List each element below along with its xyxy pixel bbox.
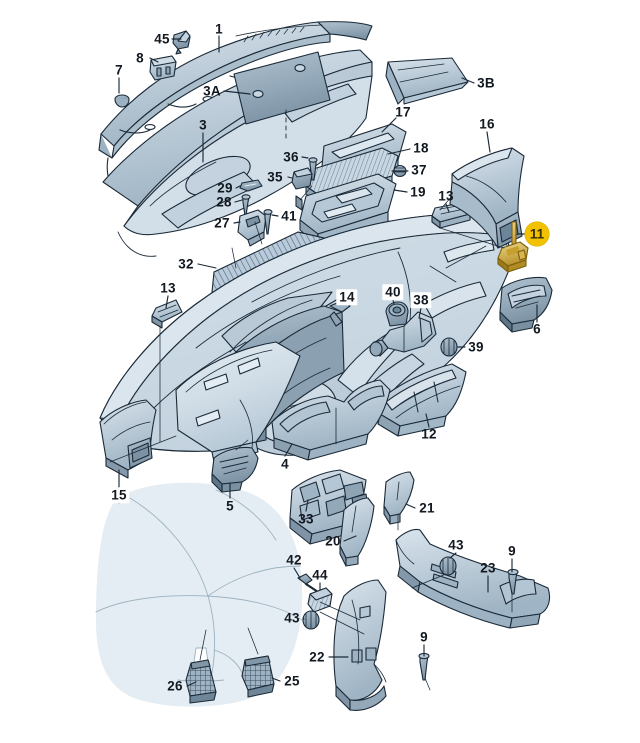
callout-label-27[interactable]: 27 xyxy=(214,215,230,231)
part-9-bolt-a xyxy=(507,568,519,595)
leader-lines xyxy=(109,35,538,691)
callout-label-41[interactable]: 41 xyxy=(281,208,297,224)
part-27-lock-unit xyxy=(237,209,267,247)
part-26-footwell-grille xyxy=(185,659,217,704)
callout-label-8[interactable]: 8 xyxy=(136,50,144,66)
part-8-bracket xyxy=(149,55,177,81)
callout-label-39[interactable]: 39 xyxy=(468,339,484,355)
part-42-pin xyxy=(297,573,320,594)
callout-label-32[interactable]: 32 xyxy=(178,256,194,272)
part-15-left-duct xyxy=(99,399,157,479)
callout-label-14[interactable]: 14 xyxy=(336,289,358,305)
part-13-side-vent-b xyxy=(151,299,183,329)
part-25-footwell-grille xyxy=(241,655,275,698)
callout-label-42[interactable]: 42 xyxy=(286,552,302,568)
callout-label-43[interactable]: 43 xyxy=(448,537,464,553)
callout-label-38[interactable]: 38 xyxy=(410,292,432,308)
part-38-air-hose xyxy=(369,311,437,357)
callout-label-1[interactable]: 1 xyxy=(215,21,223,37)
callout-label-16[interactable]: 16 xyxy=(479,116,495,132)
callout-label-44[interactable]: 44 xyxy=(312,567,328,583)
callout-label-19[interactable]: 19 xyxy=(410,184,426,200)
callout-label-35[interactable]: 35 xyxy=(267,169,283,185)
part-33-blower-unit xyxy=(289,469,369,545)
callout-label-36[interactable]: 36 xyxy=(283,149,299,165)
part-11-highlighted-antenna xyxy=(497,221,529,273)
callout-badge-11[interactable]: 11 xyxy=(524,221,550,247)
callout-label-12[interactable]: 12 xyxy=(421,426,437,442)
part-35-bracket xyxy=(291,167,313,190)
part-3A-insulation-pad xyxy=(233,51,331,141)
part-7-grommet xyxy=(114,94,130,108)
callout-label-4[interactable]: 4 xyxy=(281,456,289,472)
callout-label-3B[interactable]: 3B xyxy=(477,75,495,91)
callout-label-17[interactable]: 17 xyxy=(395,104,411,120)
callout-label-40[interactable]: 40 xyxy=(382,284,404,300)
part-6-side-air-vent xyxy=(499,276,553,333)
callout-label-21[interactable]: 21 xyxy=(419,500,435,516)
callout-label-7[interactable]: 7 xyxy=(115,62,123,78)
part-45-clip xyxy=(172,30,191,55)
callout-label-9[interactable]: 9 xyxy=(508,543,516,559)
callout-label-3[interactable]: 3 xyxy=(199,117,207,133)
callout-label-9[interactable]: 9 xyxy=(420,629,428,645)
part-28-bolt xyxy=(241,194,251,217)
callout-label-37[interactable]: 37 xyxy=(411,162,427,178)
callout-label-6[interactable]: 6 xyxy=(533,321,541,337)
part-43-grommet-b xyxy=(302,610,320,630)
part-40-knob xyxy=(385,301,409,327)
part-9-bolt-b xyxy=(418,652,430,681)
part-3-cowl-panel xyxy=(102,49,373,257)
part-29-clip xyxy=(239,179,263,192)
callout-label-45[interactable]: 45 xyxy=(154,31,170,47)
part-22-floor-duct-left xyxy=(333,579,387,711)
part-16-air-duct xyxy=(449,147,525,249)
callout-label-23[interactable]: 23 xyxy=(480,560,496,576)
part-44-bushing xyxy=(307,587,333,613)
part-39-seal-ring xyxy=(440,337,458,357)
part-4-center-duct xyxy=(271,379,391,461)
callout-label-22[interactable]: 22 xyxy=(309,649,325,665)
callout-label-28[interactable]: 28 xyxy=(216,194,232,210)
callout-label-13[interactable]: 13 xyxy=(160,280,176,296)
callout-label-43[interactable]: 43 xyxy=(284,610,300,626)
part-43-grommet-a xyxy=(439,556,457,576)
callout-label-33[interactable]: 33 xyxy=(298,511,314,527)
part-5-small-vent xyxy=(211,446,259,493)
callout-label-26[interactable]: 26 xyxy=(167,678,183,694)
callout-label-13[interactable]: 13 xyxy=(438,188,454,204)
ghost-vehicle-outline xyxy=(95,482,303,707)
part-23-floor-duct xyxy=(395,528,551,629)
callout-label-18[interactable]: 18 xyxy=(413,140,429,156)
callout-label-5[interactable]: 5 xyxy=(226,498,234,514)
part-20-bracket xyxy=(339,497,375,567)
callout-label-29[interactable]: 29 xyxy=(217,180,233,196)
part-12-heater-core xyxy=(377,363,467,437)
callout-label-25[interactable]: 25 xyxy=(284,673,300,689)
callout-label-20[interactable]: 20 xyxy=(325,533,341,549)
part-21-trim-wedge xyxy=(383,471,415,525)
callout-label-3A[interactable]: 3A xyxy=(203,83,221,99)
callout-label-15[interactable]: 15 xyxy=(108,487,130,503)
part-41-bolt xyxy=(263,209,273,235)
part-3B-insulation-pad-right xyxy=(385,57,469,105)
